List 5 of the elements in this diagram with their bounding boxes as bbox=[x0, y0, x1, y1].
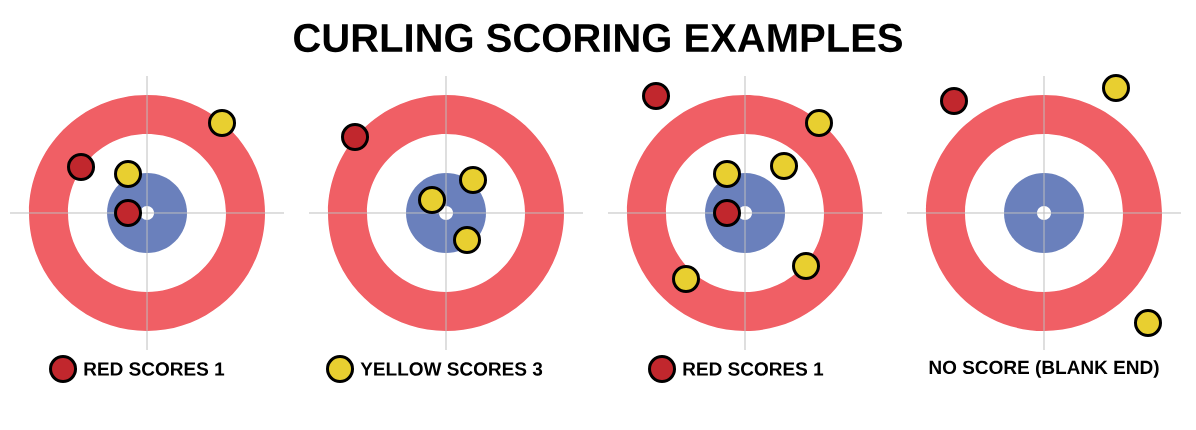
caption-label: NO SCORE (BLANK END) bbox=[929, 360, 1159, 378]
legend-label: RED SCORES 1 bbox=[84, 362, 225, 376]
legend-label: YELLOW SCORES 3 bbox=[360, 362, 543, 376]
title: CURLING SCORING EXAMPLES bbox=[294, 23, 902, 53]
legend-label: RED SCORES 1 bbox=[683, 362, 824, 376]
